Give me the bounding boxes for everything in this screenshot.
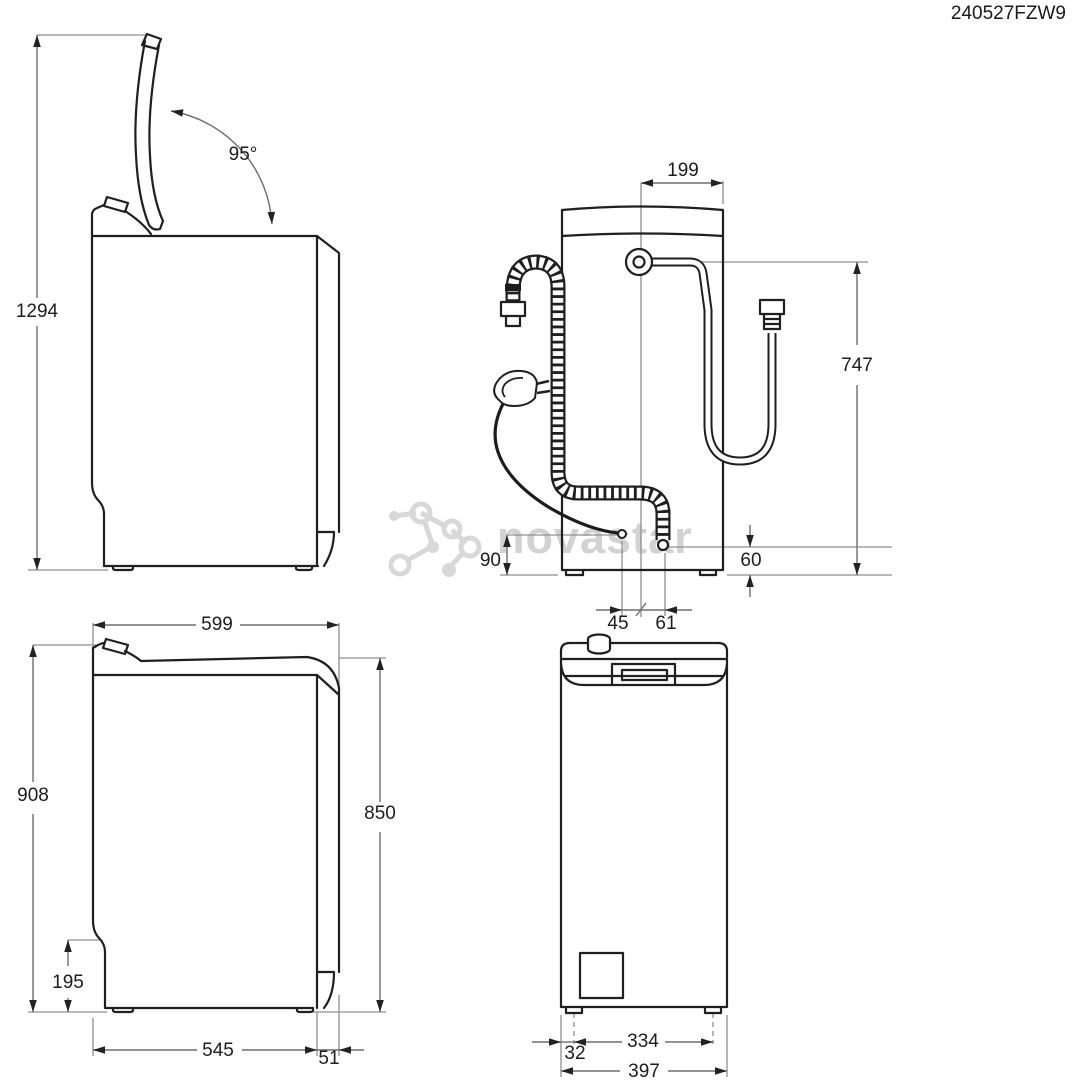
rear-body-outline (560, 205, 725, 577)
inlet-hose-inner (650, 259, 775, 464)
power-cord-tip (617, 529, 627, 539)
dim-label-199: 199 (667, 160, 699, 181)
dim-label-32: 32 (564, 1043, 585, 1064)
rear-view (493, 179, 892, 617)
side-open-extension-lines (28, 34, 146, 571)
open-lid (134, 32, 165, 231)
plug-body (493, 369, 539, 408)
dim-label-90: 90 (480, 550, 501, 571)
dim-label-1294: 1294 (16, 301, 59, 322)
dim-label-850: 850 (364, 803, 396, 824)
front-view (532, 633, 729, 1077)
drain-outlet-tip (656, 538, 670, 552)
part-number: 240527FZW9 (951, 3, 1066, 24)
dim-label-95deg: 95° (229, 144, 258, 165)
drain-hose (499, 254, 671, 552)
front-extension-lines (560, 1015, 728, 1077)
dim-label-908: 908 (17, 785, 49, 806)
plug-pins (535, 379, 551, 395)
drain-hose-ribs (505, 254, 671, 540)
dim-label-747: 747 (841, 355, 873, 376)
inlet-hose-connector (758, 298, 786, 331)
watermark-logo (388, 501, 482, 577)
drain-hose-band (505, 284, 521, 291)
side-view-closed (28, 621, 386, 1056)
plug-face (501, 376, 524, 398)
dim-label-397: 397 (628, 1061, 660, 1080)
dim-tick-centerline (635, 602, 647, 617)
side-open-control-panel (90, 203, 153, 238)
side-open-knob (102, 195, 130, 214)
dim-label-334: 334 (627, 1031, 659, 1052)
power-cord (493, 401, 619, 535)
dim-label-195: 195 (52, 972, 84, 993)
side-body-outline (91, 646, 341, 1014)
power-plug (493, 369, 551, 408)
dim-label-599: 599 (201, 614, 233, 635)
dim-label-45: 45 (607, 613, 628, 634)
side-view-lid-open (28, 32, 341, 572)
side-knob (101, 637, 130, 656)
dim-label-61: 61 (655, 613, 676, 634)
dim-label-545: 545 (202, 1040, 234, 1061)
side-open-body-outline (90, 234, 341, 572)
dim-label-60: 60 (740, 550, 761, 571)
dim-label-51: 51 (318, 1048, 339, 1069)
rear-extension-lines (500, 181, 892, 617)
front-body-outline (559, 641, 729, 1015)
water-inlet-port (632, 255, 646, 269)
front-knob (586, 633, 612, 655)
rear-view-body-fill (562, 206, 723, 570)
drain-hose-connector (499, 300, 527, 328)
lid-angle-arc (170, 109, 276, 225)
